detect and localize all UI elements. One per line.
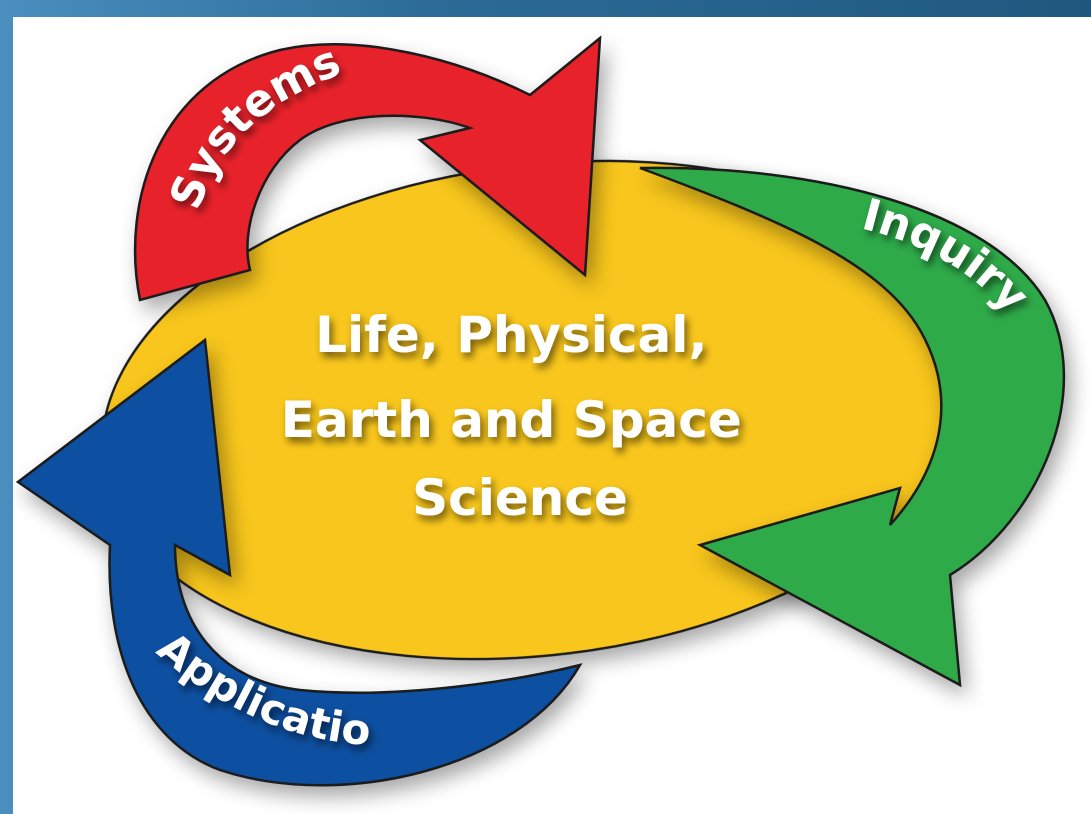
- center-line-3: Science: [412, 469, 628, 527]
- center-title: Life, Physical, Earth and Space Science: [281, 306, 760, 527]
- center-line-2: Earth and Space: [281, 391, 742, 449]
- center-line-1: Life, Physical,: [315, 306, 707, 364]
- systems-arrow: [133, 35, 602, 302]
- inquiry-arrow: [639, 166, 1066, 688]
- application-arrow: [15, 337, 583, 787]
